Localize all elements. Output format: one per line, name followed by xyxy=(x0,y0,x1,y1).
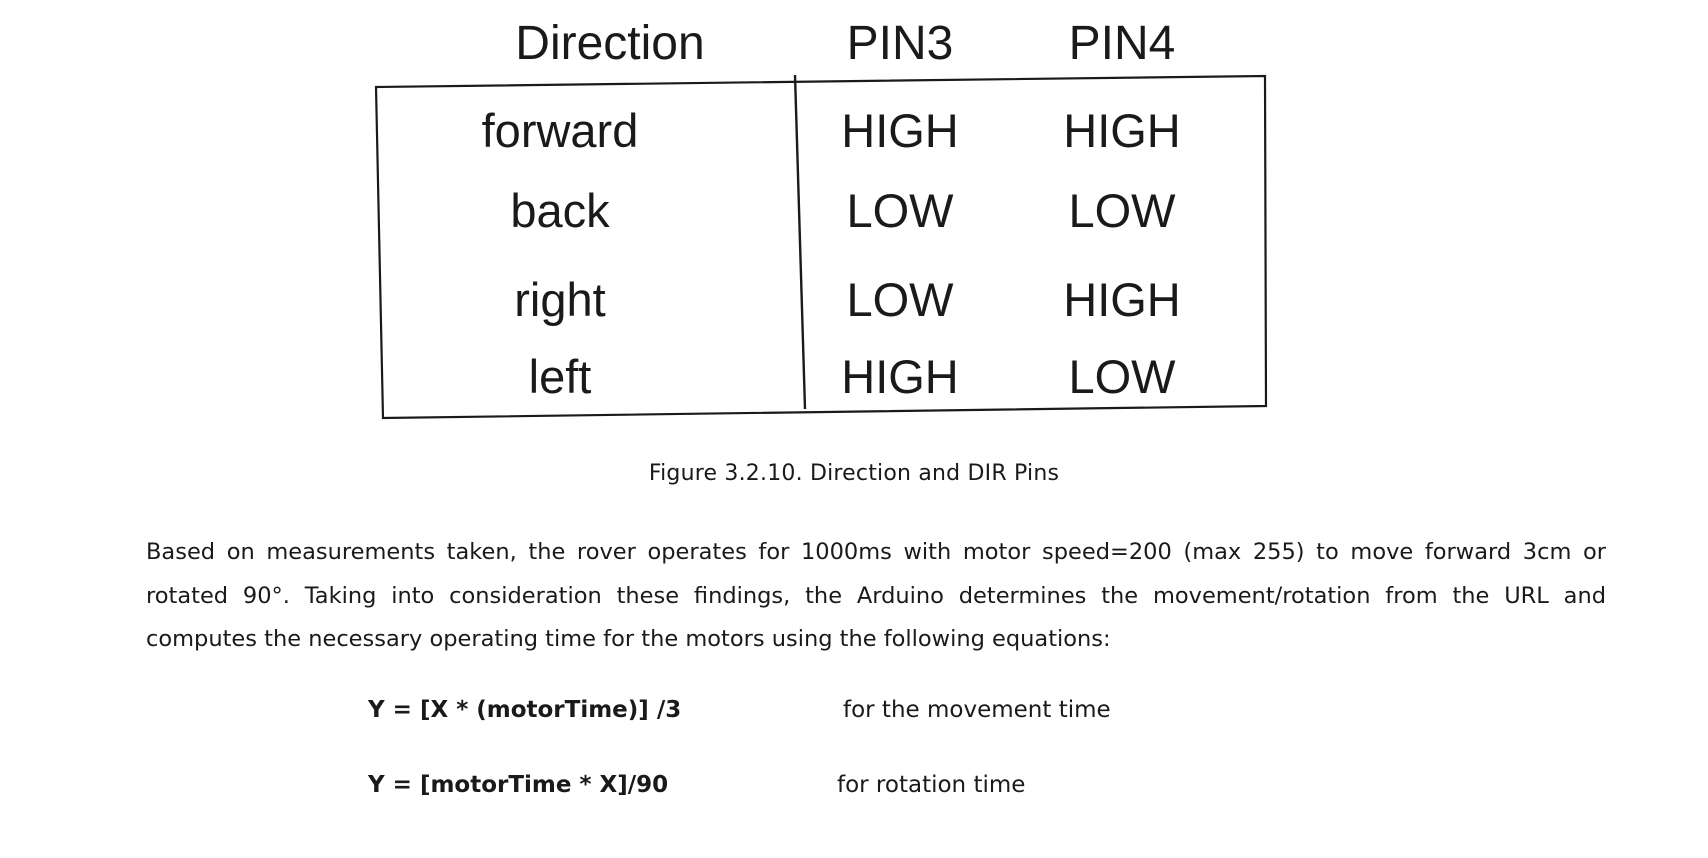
equation-movement-description: for the movement time xyxy=(843,697,1111,723)
row-forward-direction: forward xyxy=(481,104,639,157)
column-divider xyxy=(793,74,807,410)
figure-caption: Figure 3.2.10. Direction and DIR Pins xyxy=(648,461,1060,486)
table-border-drawing xyxy=(374,74,1268,420)
header-pin4: PIN4 xyxy=(1068,17,1176,70)
row-left-direction: left xyxy=(528,350,592,403)
row-back-direction: back xyxy=(510,184,610,237)
row-right-pin3: LOW xyxy=(846,273,954,326)
equation-rotation-description: for rotation time xyxy=(837,772,1026,798)
header-pin3: PIN3 xyxy=(846,17,954,70)
row-right-direction: right xyxy=(514,273,606,326)
row-left-pin3: HIGH xyxy=(841,350,959,403)
table-outline xyxy=(374,74,1268,420)
header-direction: Direction xyxy=(515,17,705,70)
row-right-pin4: HIGH xyxy=(1063,273,1181,326)
row-back-pin4: LOW xyxy=(1068,184,1176,237)
equation-rotation-formula: Y = [motorTime * X]/90 xyxy=(368,772,669,798)
body-paragraph: Based on measurements taken, the rover o… xyxy=(146,539,1606,652)
row-back-pin3: LOW xyxy=(846,184,954,237)
direction-pin-figure: Direction PIN3 PIN4 forward HIGH HIGH ba… xyxy=(0,0,1708,420)
row-forward-pin3: HIGH xyxy=(841,104,959,157)
equation-movement-formula: Y = [X * (motorTime)] /3 xyxy=(368,697,682,723)
row-forward-pin4: HIGH xyxy=(1063,104,1181,157)
row-left-pin4: LOW xyxy=(1068,350,1176,403)
